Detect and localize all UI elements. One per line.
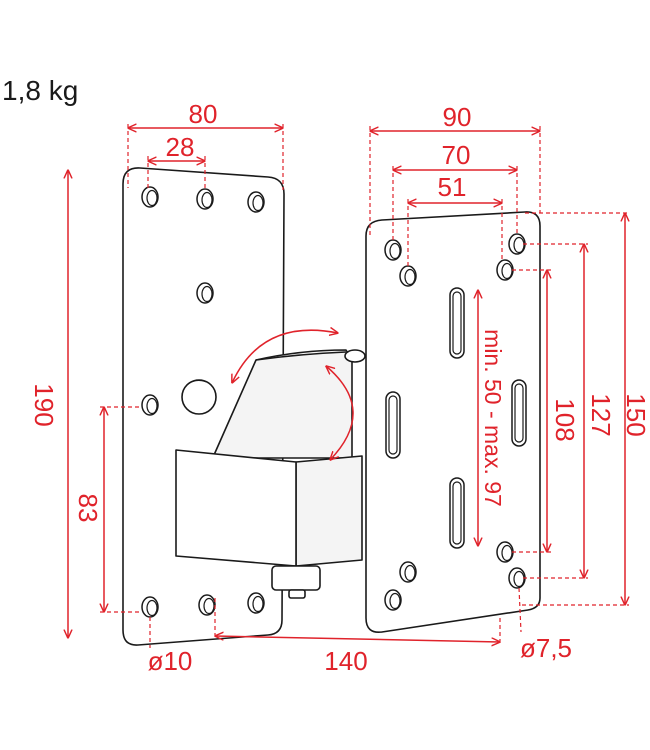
- label-140: 140: [324, 646, 367, 676]
- label-28: 28: [166, 132, 195, 162]
- label-slot-range: min. 50 - max. 97: [480, 329, 506, 507]
- label-hole-diameter-right: ø7,5: [520, 633, 572, 663]
- mounting-hole: [141, 186, 159, 208]
- right-plate-slots: [385, 287, 527, 549]
- label-83: 83: [73, 494, 103, 523]
- locking-nut: [271, 565, 321, 599]
- tilt-rotation-arrow: [232, 330, 338, 383]
- swivel-rotation-arrow: [326, 366, 354, 460]
- right-speaker-plate: [365, 211, 541, 634]
- mounting-hole: [247, 592, 265, 614]
- label-150: 150: [621, 393, 650, 436]
- mounting-hole: [399, 561, 417, 583]
- label-51: 51: [438, 172, 467, 202]
- label-80: 80: [189, 99, 218, 129]
- tilt-knob-edge: [187, 379, 208, 385]
- dimension-labels: 80 28 90 70 51 190 83 108 127 150 min. 5…: [29, 99, 650, 676]
- mounting-hole: [384, 239, 402, 261]
- mounting-hole: [399, 265, 417, 287]
- label-108: 108: [550, 398, 580, 441]
- tilt-knob: [181, 379, 217, 415]
- dim-line-140: [215, 636, 500, 642]
- mounting-hole: [496, 259, 514, 281]
- mounting-hole: [196, 188, 214, 210]
- dimension-lines: [68, 128, 625, 642]
- mounting-hole: [496, 541, 514, 563]
- mounting-hole: [141, 596, 159, 618]
- left-plate-holes: [141, 186, 265, 618]
- label-127: 127: [586, 393, 616, 436]
- mounting-hole: [196, 282, 214, 304]
- mounting-hole: [508, 233, 526, 255]
- label-hole-diameter-left: ø10: [148, 646, 193, 676]
- mounting-hole: [247, 191, 265, 213]
- mounting-hole: [508, 567, 526, 589]
- mounting-hole: [141, 394, 159, 416]
- mounting-hole: [384, 589, 402, 611]
- extension-lines: [100, 124, 629, 648]
- mounting-slot: [511, 379, 527, 447]
- mounting-slot: [449, 477, 465, 549]
- right-plate-holes: [384, 233, 526, 611]
- label-190: 190: [29, 383, 59, 426]
- mounting-slot: [449, 287, 465, 359]
- label-70: 70: [442, 140, 471, 170]
- label-90: 90: [443, 102, 472, 132]
- mounting-hole: [198, 594, 216, 616]
- mounting-slot: [385, 391, 401, 459]
- support-arm: [175, 449, 363, 567]
- weight-label: 1,8 kg: [2, 75, 78, 106]
